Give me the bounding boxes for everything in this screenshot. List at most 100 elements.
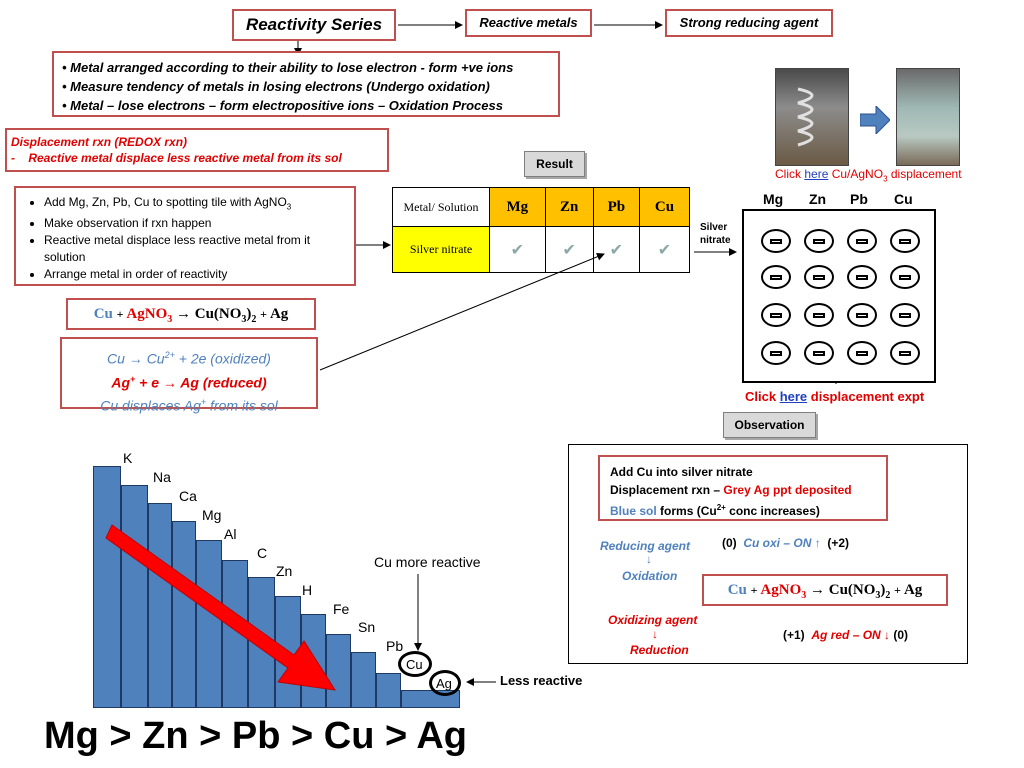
- silver-coil-image: [797, 87, 814, 147]
- table-corner: Metal/ Solution: [392, 186, 490, 228]
- displacement-title: Displacement rxn (REDOX rxn): [11, 135, 188, 149]
- eq-plus: +: [116, 307, 124, 321]
- reactive-metals-label: Reactive metals: [479, 15, 578, 30]
- series-step: [196, 540, 222, 708]
- series-element-label: Cu: [406, 657, 423, 672]
- ag-circle: [429, 670, 461, 696]
- reactive-metals-box: Reactive metals: [465, 9, 592, 37]
- photo-after[interactable]: [896, 68, 960, 166]
- series-element-label: Al: [224, 526, 237, 542]
- tile-well: [804, 303, 834, 327]
- tile-side-label: Silver nitrate: [700, 222, 731, 246]
- main-equation-box: Cu + AgNO3 → Cu(NO3)2 + Ag: [66, 298, 316, 330]
- tile-header-mg: Mg: [763, 191, 784, 207]
- eq-cu: Cu: [93, 306, 113, 322]
- title-box: Reactivity Series: [232, 9, 396, 41]
- photo-before[interactable]: [775, 68, 849, 166]
- half-eq-reduction: Ag+ + e → Ag (reduced): [111, 373, 267, 391]
- procedure-step-2: Make observation if rxn happen: [44, 215, 350, 232]
- table-header-cu: Cu: [638, 186, 691, 228]
- tile-well: [804, 341, 834, 365]
- table-header-mg: Mg: [489, 186, 546, 228]
- definition-box: • Metal arranged according to their abil…: [52, 51, 560, 117]
- photo-here-link[interactable]: here: [804, 167, 829, 181]
- result-button[interactable]: Result: [524, 151, 585, 177]
- displacement-desc: - Reactive metal displace less reactive …: [11, 151, 342, 165]
- definition-bullet-1: • Metal arranged according to their abil…: [62, 60, 514, 75]
- tile-header-zn: Zn: [809, 191, 827, 207]
- tile-caption: Click here displacement expt: [745, 389, 925, 404]
- series-element-label: Zn: [276, 563, 293, 579]
- observation-button[interactable]: Observation: [723, 412, 816, 438]
- tile-well: [761, 303, 791, 327]
- series-element-label: K: [123, 450, 133, 466]
- series-step: [93, 466, 121, 708]
- procedure-step-1: Add Mg, Zn, Pb, Cu to spotting tile with…: [44, 194, 350, 215]
- ox-number-label: (0) Cu oxi – ON ↑ (+2): [722, 536, 850, 550]
- series-step: [326, 634, 351, 708]
- procedure-step-4: Arrange metal in order of reactivity: [44, 266, 350, 283]
- series-element-label: Fe: [333, 601, 350, 617]
- obs-line-1: Add Cu into silver nitrate: [610, 465, 753, 479]
- series-element-label: C: [257, 545, 268, 561]
- procedure-box: Add Mg, Zn, Pb, Cu to spotting tile with…: [14, 186, 356, 286]
- arrow-halfeq-to-table: [319, 252, 605, 371]
- tile-header-pb: Pb: [850, 191, 868, 207]
- series-element-label: Ag: [436, 676, 452, 691]
- tile-well: [890, 229, 920, 253]
- series-step: [376, 673, 401, 708]
- series-element-label: H: [302, 582, 313, 598]
- cu-circle: [398, 651, 432, 677]
- reducing-agent-text: Reducing agent: [600, 539, 691, 553]
- eq-agno3: AgNO3: [126, 306, 173, 325]
- observation-box: Add Cu into silver nitrate Displacement …: [598, 455, 888, 521]
- page-title: Reactivity Series: [245, 15, 383, 34]
- series-element-label: Sn: [358, 619, 376, 635]
- series-element-label: Na: [153, 469, 171, 485]
- series-element-label: Mg: [202, 507, 222, 523]
- tile-well: [890, 303, 920, 327]
- less-reactive-label: Less reactive: [500, 673, 583, 688]
- table-check-cu: ✔: [638, 226, 691, 273]
- tile-well: [890, 265, 920, 289]
- tile-well: [890, 341, 920, 365]
- tile-well: [847, 303, 877, 327]
- obs-line-2: Displacement rxn – Grey Ag ppt deposited: [610, 483, 852, 497]
- series-element-label: Pb: [386, 638, 404, 654]
- oxidation-text: Oxidation: [622, 569, 678, 583]
- series-step: [172, 521, 196, 708]
- reducing-agent-box: Strong reducing agent: [665, 9, 833, 37]
- tile-well: [804, 229, 834, 253]
- tile-well: [761, 341, 791, 365]
- red-number-label: (+1) Ag red – ON ↓ (0): [783, 628, 909, 642]
- photo-caption: Click here Cu/AgNO3 displacement: [775, 167, 962, 184]
- tile-well: [804, 265, 834, 289]
- tile-here-link[interactable]: here: [779, 389, 808, 404]
- eq-arrow: →: [176, 306, 191, 322]
- tile-well: [847, 341, 877, 365]
- procedure-step-3: Reactive metal displace less reactive me…: [44, 232, 350, 266]
- cu-more-reactive-label: Cu more reactive: [374, 554, 481, 570]
- half-equations-box: Cu → Cu2+ + 2e (oxidized) Ag+ + e → Ag (…: [60, 337, 318, 414]
- tile-well: [847, 229, 877, 253]
- displacement-box: Displacement rxn (REDOX rxn) - Reactive …: [5, 128, 389, 172]
- tile-well: [761, 229, 791, 253]
- eq-cuno3: Cu(NO3)2: [194, 306, 257, 325]
- definition-bullet-3: • Metal – lose electrons – form electrop…: [62, 98, 503, 113]
- table-header-zn: Zn: [544, 186, 594, 228]
- obs-line-3: Blue sol forms (Cu2+ conc increases): [610, 503, 820, 518]
- table-check-mg: ✔: [489, 226, 546, 273]
- trend-arrow: [105, 524, 336, 691]
- series-element-label: Ca: [179, 488, 197, 504]
- series-step: [121, 485, 148, 708]
- table-row-label: Silver nitrate: [392, 226, 490, 273]
- oxidizing-agent-text: Oxidizing agent: [608, 613, 698, 627]
- table-check-zn: ✔: [544, 226, 594, 273]
- oxidizing-down-arrow: ↓: [652, 627, 658, 641]
- series-step: [351, 652, 376, 708]
- series-step: [148, 503, 172, 708]
- tile-well: [761, 265, 791, 289]
- reactivity-order: Mg > Zn > Pb > Cu > Ag: [44, 715, 467, 757]
- observation-equation-box: Cu + AgNO3 → Cu(NO3)2 + Ag: [702, 574, 948, 606]
- half-eq-summary: Cu displaces Ag+ from its sol: [100, 397, 278, 414]
